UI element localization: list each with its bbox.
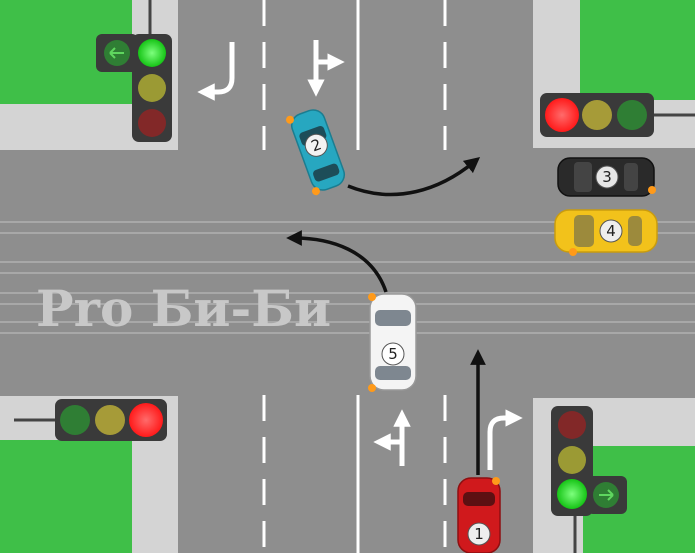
svg-text:1: 1 <box>474 525 484 543</box>
traffic-light-bottom-right <box>551 406 627 553</box>
lane-arrow-left-turn-top <box>197 42 235 101</box>
lane-arrow-straight-right-top <box>307 40 345 97</box>
lane-markings <box>262 0 447 553</box>
car-2: 2 <box>285 109 346 196</box>
trajectory-car-5 <box>286 230 388 293</box>
lane-arrow-straight-left-bottom <box>373 409 411 466</box>
traffic-light-bottom-left <box>14 399 167 441</box>
lane-arrow-right-turn-bottom <box>487 409 523 470</box>
watermark: Pro Би-Би <box>36 279 331 338</box>
car-3: 3 <box>557 157 656 197</box>
svg-text:4: 4 <box>606 222 616 240</box>
traffic-light-top-left <box>96 0 172 142</box>
traffic-light-top-right <box>540 93 695 137</box>
svg-text:3: 3 <box>602 168 612 186</box>
car-1: 1 <box>457 477 501 553</box>
car-4: 4 <box>554 209 658 256</box>
car-5: 5 <box>368 293 417 392</box>
trajectory-car-2 <box>347 156 481 197</box>
svg-text:5: 5 <box>388 345 398 363</box>
